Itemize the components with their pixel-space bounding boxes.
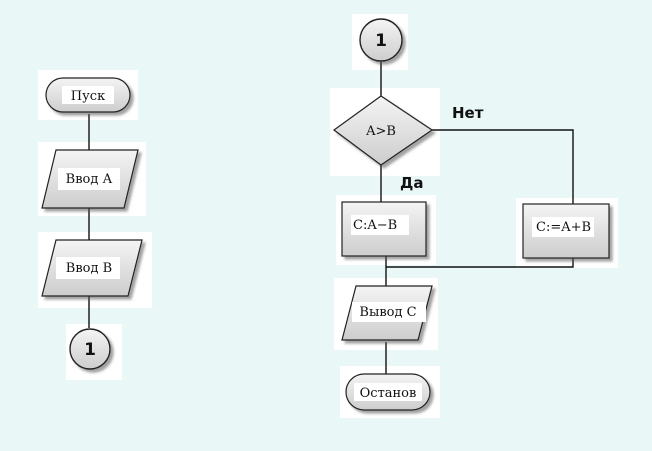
stop-label: Останов (360, 386, 417, 401)
left-connector-circle: 1 (69, 328, 111, 370)
input-a-label: Ввод А (66, 172, 113, 187)
stop-terminal: Останов (345, 373, 431, 411)
input-a-parallelogram: Ввод А (41, 149, 139, 209)
right-connector-circle: 1 (359, 18, 403, 62)
start-terminal: Пуск (45, 77, 131, 113)
condition-label: A>B (365, 124, 396, 139)
input-b-label: Ввод В (66, 261, 112, 276)
yes-action-box: C:A−B (341, 201, 427, 257)
condition-diamond: A>B (332, 95, 434, 166)
no-action-label: C:=A+B (536, 220, 591, 235)
start-label: Пуск (71, 89, 105, 104)
yes-action-label: C:A−B (353, 218, 397, 233)
output-parallelogram: Вывод С (341, 285, 433, 341)
line-no-branch (432, 129, 574, 204)
output-label: Вывод С (359, 305, 416, 320)
connector-lines (88, 62, 574, 374)
input-b-parallelogram: Ввод В (41, 239, 143, 297)
line-merge (386, 258, 574, 268)
yes-branch-label: Да (400, 174, 423, 192)
left-connector-label: 1 (84, 340, 96, 360)
right-connector-label: 1 (375, 31, 387, 51)
no-branch-label: Нет (452, 104, 484, 122)
no-action-box: C:=A+B (522, 203, 610, 259)
